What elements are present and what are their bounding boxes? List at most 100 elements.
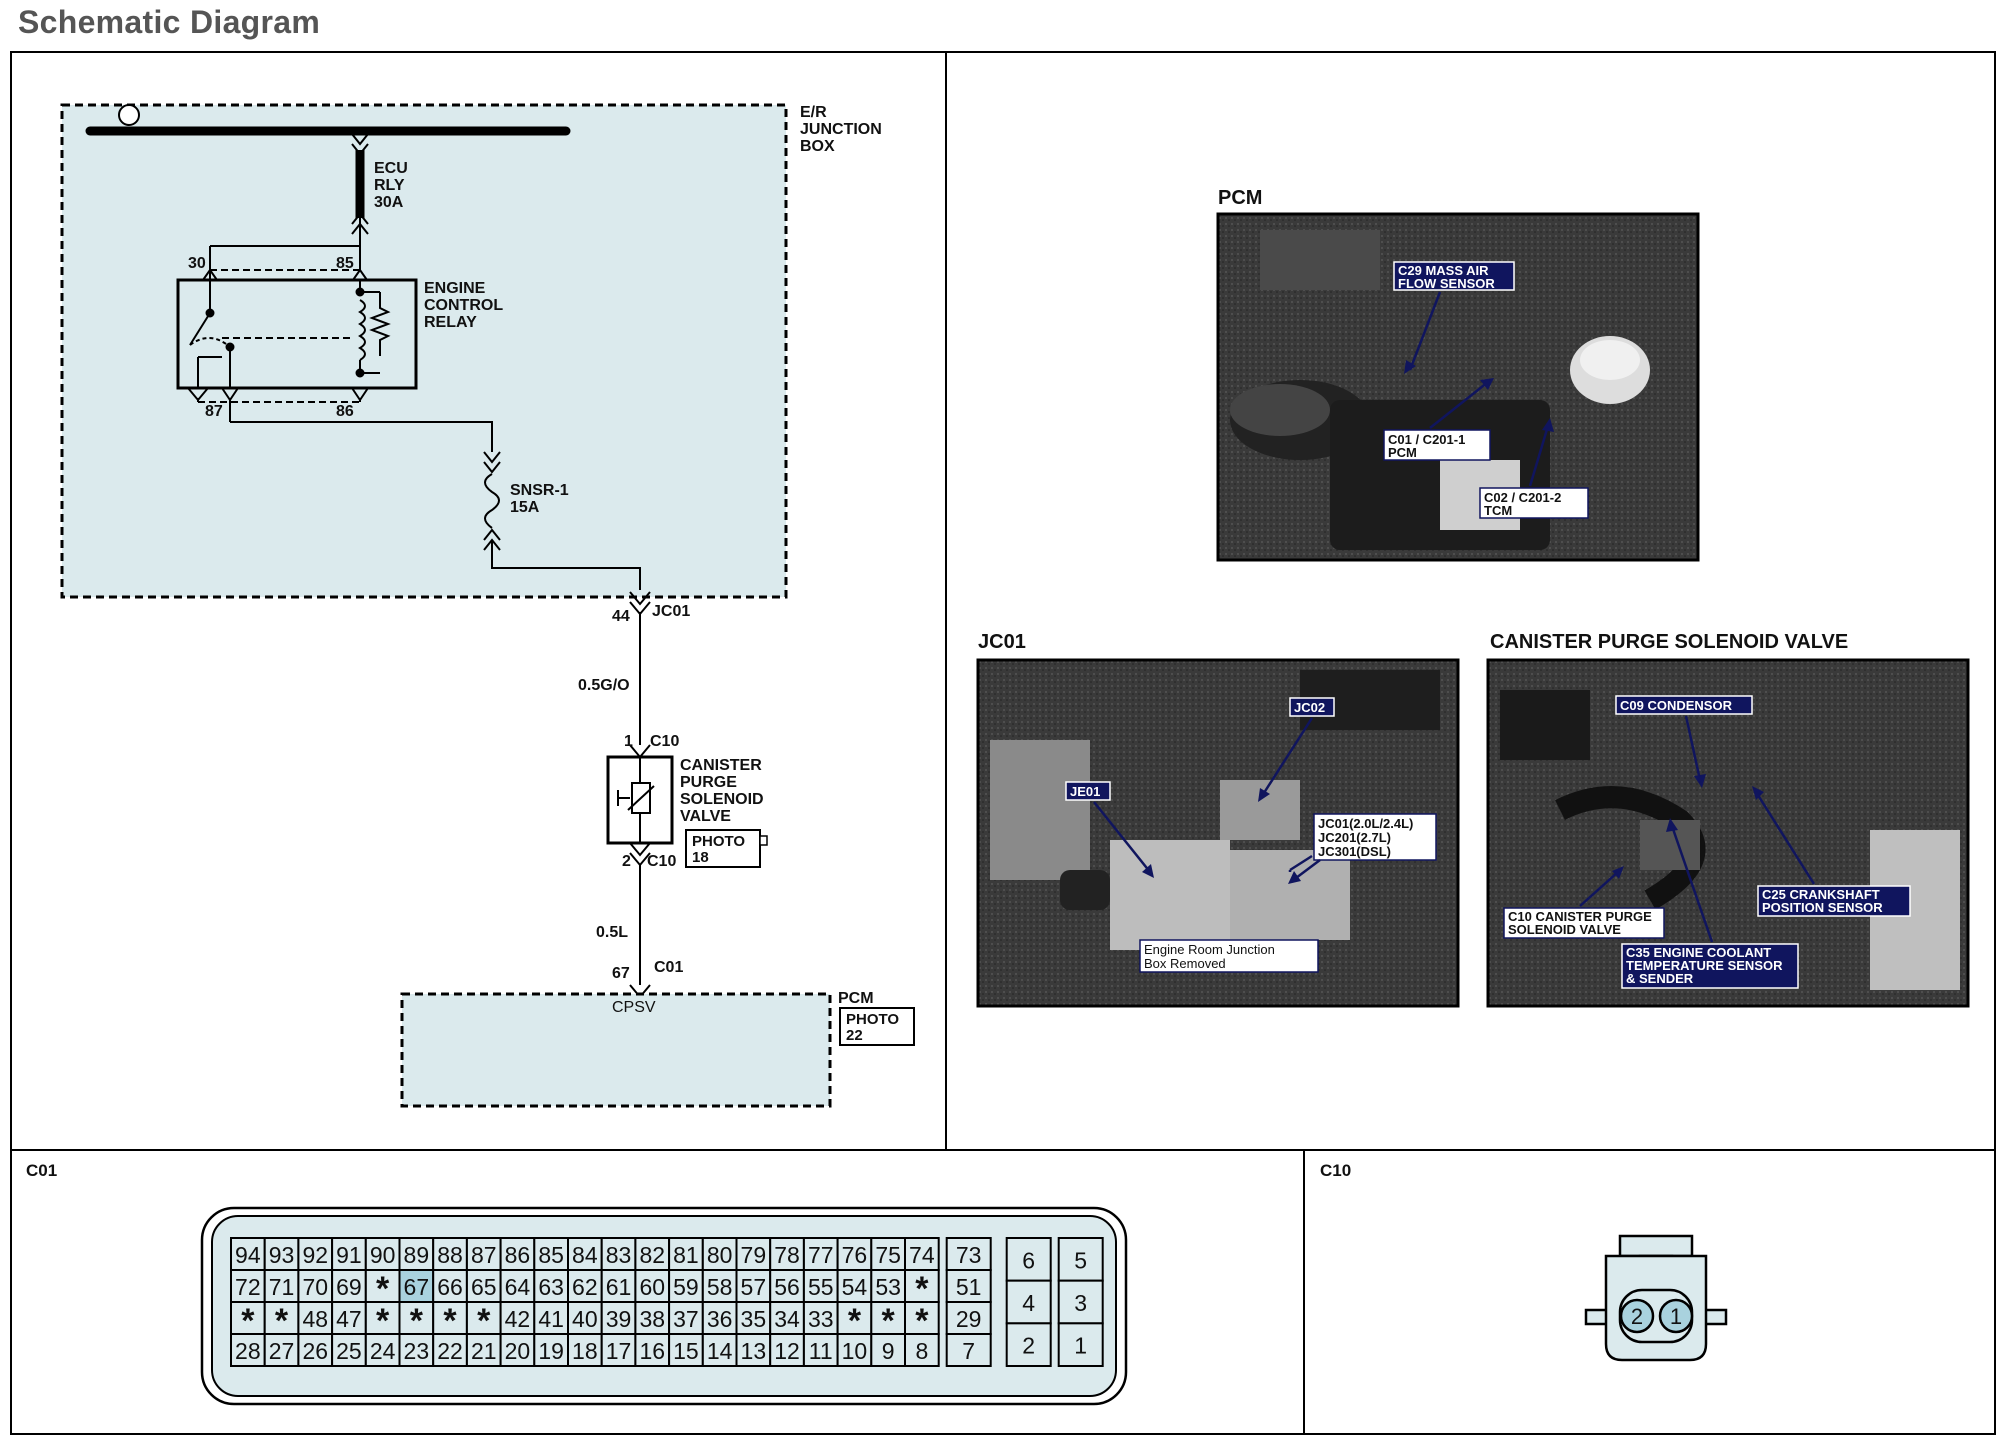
svg-text:C01 / C201-1: C01 / C201-1 — [1388, 432, 1465, 447]
relay-pin-30: 30 — [188, 255, 206, 272]
svg-text:JE01: JE01 — [1070, 784, 1100, 799]
c01-pin-67: 67 — [404, 1274, 430, 1300]
c01-pin-cell — [533, 1333, 569, 1367]
c01-pin-93: 93 — [269, 1242, 295, 1268]
c01-pin-12: 12 — [774, 1338, 800, 1364]
c01-pin-cell — [870, 1333, 906, 1367]
c01-pin-cell — [1057, 1322, 1104, 1368]
relay-pin-85: 85 — [336, 255, 354, 272]
c01-pin-61: 61 — [606, 1274, 632, 1300]
c01-pin-cell — [769, 1333, 805, 1367]
c01-pin-51: 51 — [956, 1274, 982, 1300]
c01-pin-cell — [331, 1333, 367, 1367]
fuse-ecu-rly: ECU RLY 30A — [351, 133, 408, 270]
c01-pin-75: 75 — [875, 1242, 901, 1268]
c01-pin-cell — [1005, 1322, 1052, 1368]
svg-text:& SENDER: & SENDER — [1626, 971, 1694, 986]
c01-pin-cell — [499, 1269, 536, 1303]
photo-jc01-label-jc01: JC01(2.0L/2.4L) JC201(2.7L) JC301(DSL) — [1313, 813, 1437, 861]
c01-pin-1: 1 — [1074, 1333, 1087, 1359]
c01-pin-23: 23 — [404, 1338, 430, 1364]
photo-pcm-label-maf: C29 MASS AIR FLOW SENSOR — [1393, 261, 1515, 291]
c01-pin-cell — [769, 1301, 805, 1335]
c01-pin-5: 5 — [1074, 1247, 1087, 1273]
c01-pin-15: 15 — [673, 1338, 699, 1364]
svg-text:JC201(2.7L): JC201(2.7L) — [1318, 830, 1391, 845]
c01-pin-48: 48 — [302, 1306, 328, 1332]
c01-pin-cell — [230, 1269, 266, 1303]
c01-pin-74: 74 — [909, 1242, 935, 1268]
c01-pin-cell — [331, 1301, 367, 1335]
c01-pin-69: 69 — [336, 1274, 362, 1300]
c01-pin-83: 83 — [606, 1242, 632, 1268]
c01-pin-40: 40 — [572, 1306, 598, 1332]
c01-pin-90: 90 — [370, 1242, 396, 1268]
photo-18-number: 18 — [692, 849, 709, 866]
svg-text:C35 ENGINE COOLANT: C35 ENGINE COOLANT — [1626, 945, 1771, 960]
c01-pin-86: 86 — [505, 1242, 531, 1268]
er-junction-box: E/R JUNCTION BOX — [60, 103, 882, 599]
c01-pin-7: 7 — [962, 1338, 975, 1364]
c01-pin-70: 70 — [302, 1274, 328, 1300]
pcm-box: CPSV PCM — [400, 990, 874, 1108]
c01-pin-cell — [432, 1237, 468, 1271]
wire-relay-to-jc01 — [230, 421, 651, 745]
c01-pin-cell — [1005, 1279, 1052, 1325]
jc01-connector-label: JC01 — [652, 603, 690, 620]
c01-pin-39: 39 — [606, 1306, 632, 1332]
c01-panel-label: C01 — [26, 1161, 57, 1180]
c01-pin-unused: * — [477, 1302, 491, 1340]
fuse-ecu-label-1: ECU — [374, 160, 408, 177]
c01-pin-cell — [701, 1333, 738, 1367]
c01-pin-unused: * — [376, 1302, 390, 1340]
photo-jc01-label-removed: Engine Room Junction Box Removed — [1139, 939, 1319, 973]
c01-pin-unused: * — [915, 1270, 929, 1308]
c01-pin-84: 84 — [572, 1242, 598, 1268]
page-title: Schematic Diagram — [18, 4, 321, 40]
photo-jc01-label-jc02: JC02 — [1289, 697, 1335, 717]
c01-pin-53: 53 — [875, 1274, 901, 1300]
c01-pin-21: 21 — [471, 1338, 497, 1364]
svg-text:JC02: JC02 — [1294, 700, 1325, 715]
c01-pin-19: 19 — [538, 1338, 564, 1364]
photo-canister-label-c35: C35 ENGINE COOLANT TEMPERATURE SENSOR & … — [1621, 943, 1799, 989]
c01-pin-cell — [945, 1333, 992, 1367]
c01-pin-cell — [398, 1269, 435, 1303]
c01-pin-cell — [836, 1237, 873, 1271]
svg-text:SOLENOID VALVE: SOLENOID VALVE — [1508, 922, 1621, 937]
c01-pin-unused: * — [241, 1302, 255, 1340]
c01-pin-cell — [432, 1333, 468, 1367]
c01-pin-34: 34 — [774, 1306, 800, 1332]
photo-ref-18[interactable]: PHOTO 18 — [685, 829, 768, 868]
svg-text:TEMPERATURE SENSOR: TEMPERATURE SENSOR — [1626, 958, 1783, 973]
c01-pin-88: 88 — [437, 1242, 463, 1268]
svg-text:Box Removed: Box Removed — [1144, 956, 1226, 971]
c01-pin-unused: * — [376, 1270, 390, 1308]
c01-pin-6: 6 — [1022, 1247, 1035, 1273]
valve-label-1: CANISTER — [680, 757, 762, 774]
c01-pin-64: 64 — [505, 1274, 531, 1300]
c01-pin-cell — [735, 1333, 772, 1367]
photo-pcm: C29 MASS AIR FLOW SENSOR C01 / C201-1 PC… — [1216, 212, 1700, 562]
photo-pcm-label-c02: C02 / C201-2 TCM — [1479, 487, 1589, 519]
fuse-snsr-label-1: SNSR-1 — [510, 482, 569, 499]
c01-pin-cell — [945, 1237, 992, 1271]
c01-pin-cell — [836, 1269, 873, 1303]
c10-pin-2: 2 — [622, 853, 631, 870]
wire-color-2: 0.5L — [596, 924, 628, 941]
c01-pin-cell — [263, 1237, 300, 1271]
c01-pin-unused: * — [882, 1302, 896, 1340]
c10-label-bottom: C10 — [647, 853, 676, 870]
c10-label-top: C10 — [650, 733, 679, 750]
c10-pin-1-label: 1 — [1670, 1304, 1682, 1329]
photo-ref-22[interactable]: PHOTO 22 — [839, 1007, 915, 1046]
junction-box-label-2: JUNCTION — [800, 121, 882, 138]
c01-pin-14: 14 — [707, 1338, 733, 1364]
power-bus — [85, 104, 571, 136]
relay-label-2: CONTROL — [424, 297, 503, 314]
c01-pin-42: 42 — [505, 1306, 531, 1332]
c01-pin-cell — [668, 1333, 704, 1367]
valve-label-2: PURGE — [680, 774, 737, 791]
